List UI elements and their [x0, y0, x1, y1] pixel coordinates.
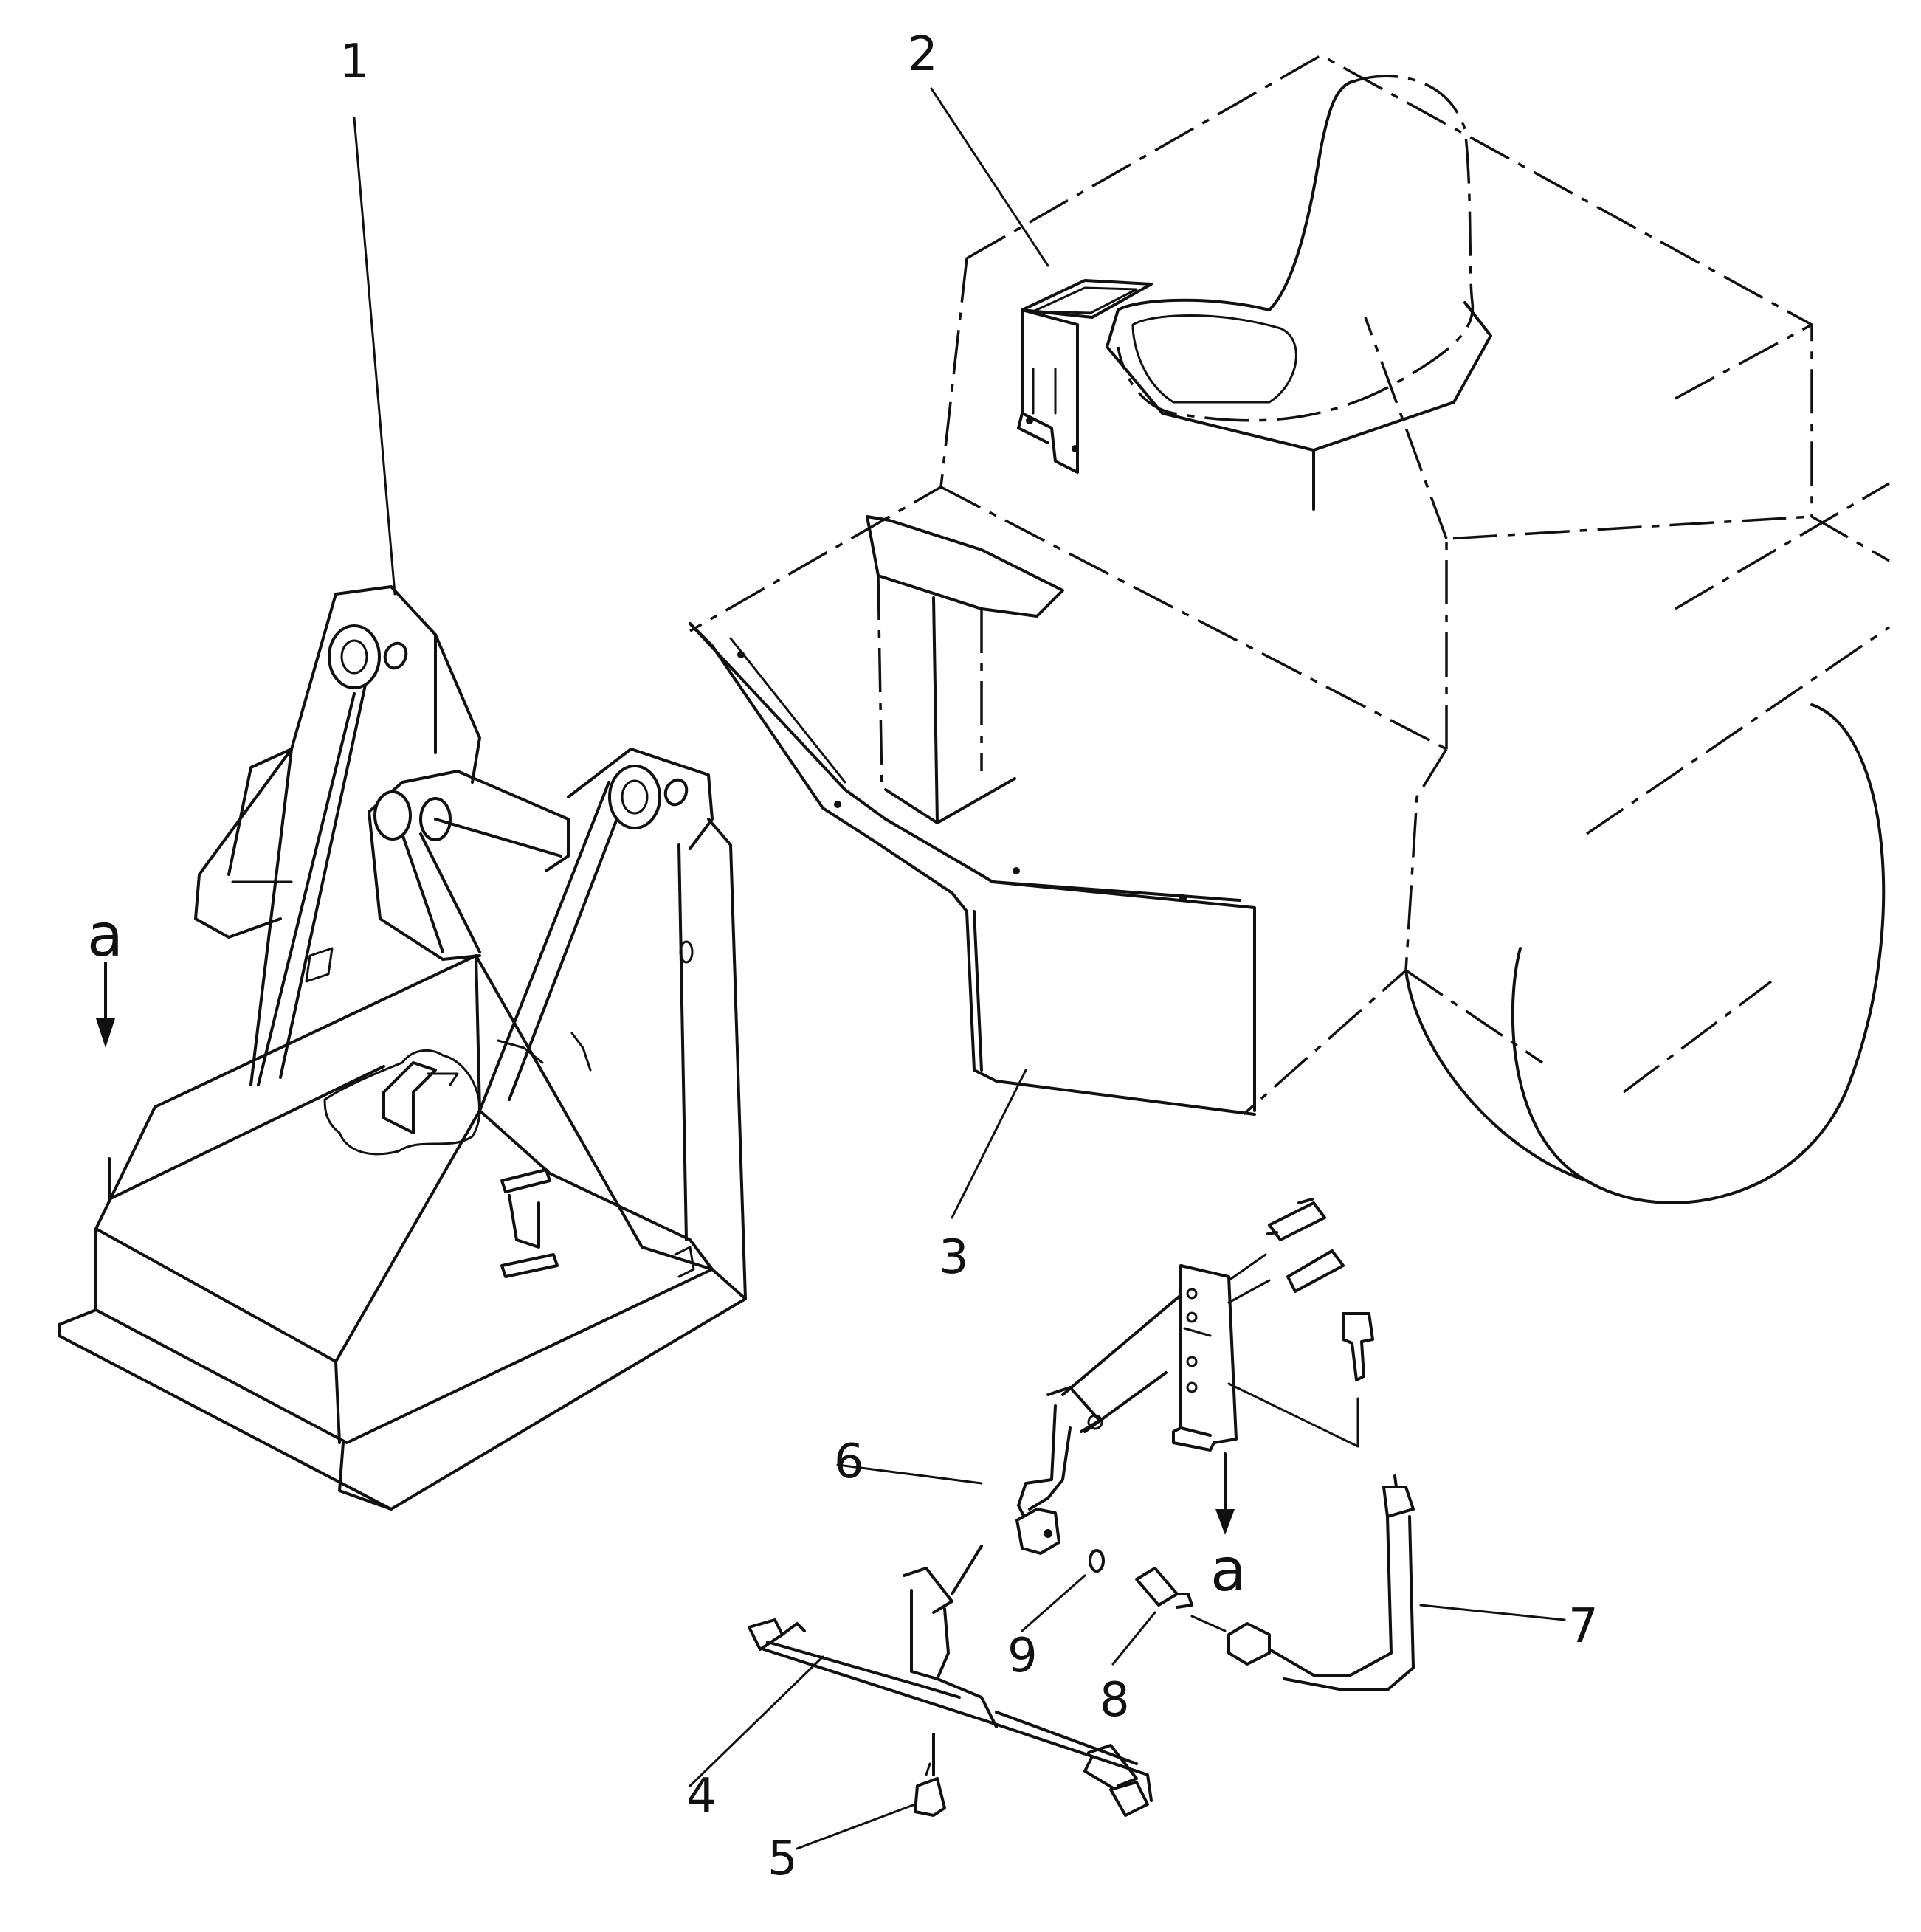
- view-marker-a-left: a: [87, 901, 123, 970]
- frame-part-1: [58, 585, 747, 1511]
- view-marker-a-right: a: [1210, 1536, 1246, 1604]
- console-box-part-2: [1017, 279, 1153, 474]
- view-a-indicator-left: [96, 962, 385, 1201]
- callout-4: 4: [686, 1769, 717, 1824]
- callout-6: 6: [834, 1435, 864, 1489]
- callout-7: 7: [1568, 1599, 1598, 1654]
- callout-3: 3: [939, 1230, 969, 1285]
- pipe-bracket-assembly: [748, 1198, 1415, 1817]
- callout-1: 1: [339, 35, 370, 89]
- callout-2: 2: [908, 27, 938, 82]
- steering-pedestal: [866, 515, 1064, 824]
- roller-drum: [1404, 703, 1886, 1204]
- callout-9: 9: [1007, 1629, 1038, 1683]
- machine-body-outline: [689, 53, 1890, 1116]
- leader-lines: [353, 87, 1566, 1850]
- operator-seat: [1106, 75, 1492, 511]
- floor-panel-part-3: [689, 622, 1256, 1116]
- callout-5: 5: [768, 1832, 798, 1886]
- callout-8: 8: [1100, 1673, 1130, 1728]
- callout-labels: 1 2 3 4 5 6 7 8 9 a a: [87, 27, 1598, 1886]
